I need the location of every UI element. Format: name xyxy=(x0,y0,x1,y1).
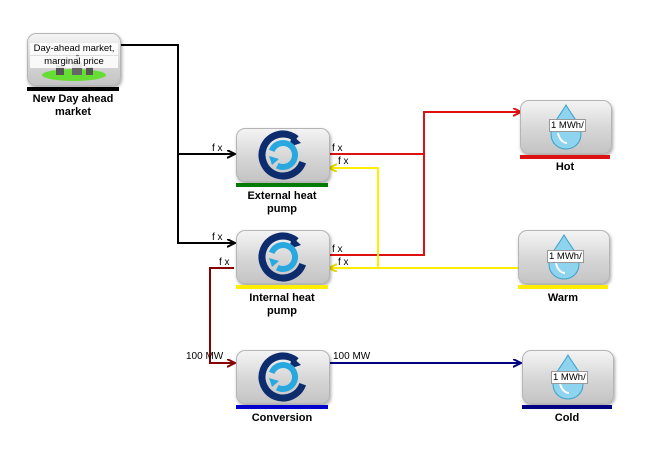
warm-storage-color-bar xyxy=(518,285,608,289)
wire-external-to-hot[interactable] xyxy=(330,112,520,155)
wire-internal-to-conversion[interactable] xyxy=(209,267,234,363)
label-external-output-hot: f x xyxy=(332,143,343,154)
conversion-node[interactable] xyxy=(236,350,330,404)
label-conversion-output: 100 MW xyxy=(333,351,371,362)
label-internal-output-hot: f x xyxy=(332,244,343,255)
label-internal-input-warm: f x xyxy=(338,257,349,268)
label-conversion-input: 100 MW xyxy=(186,351,224,362)
internal-heat-pump-color-bar xyxy=(236,285,328,289)
external-heat-pump-caption-line2: pump xyxy=(267,203,297,215)
label-external-input: f x xyxy=(212,143,223,154)
conversion-caption: Conversion xyxy=(251,412,313,424)
market-color-bar xyxy=(27,87,119,91)
hot-storage-color-bar xyxy=(520,155,610,159)
internal-heat-pump-caption: Internal heat pump xyxy=(222,292,342,318)
internal-heat-pump-node[interactable] xyxy=(236,230,330,284)
cold-storage-color-bar xyxy=(522,405,612,409)
market-description-line1: Day-ahead market, xyxy=(30,43,118,55)
market-description-line2: marginal price xyxy=(30,56,118,68)
warm-storage-value: 1 MWh/ xyxy=(547,250,584,263)
external-heat-pump-caption-line1: External heat xyxy=(247,190,317,202)
wire-internal-to-hot[interactable] xyxy=(330,154,425,256)
conversion-color-bar xyxy=(236,405,328,409)
market-node[interactable]: Day-ahead market, marginal price xyxy=(27,33,121,86)
circular-arrows-icon xyxy=(258,130,308,180)
label-internal-output-feed: f x xyxy=(219,257,230,268)
cold-storage-value: 1 MWh/ xyxy=(551,371,588,384)
hot-storage-node[interactable]: 1 MWh/ xyxy=(520,100,612,154)
external-heat-pump-caption: External heat pump xyxy=(222,190,342,216)
market-caption-line1: New Day ahead xyxy=(32,93,114,105)
market-caption: New Day ahead market xyxy=(12,93,134,119)
internal-heat-pump-caption-line2: pump xyxy=(267,305,297,317)
wire-market-to-external[interactable] xyxy=(120,44,234,154)
cold-storage-node[interactable]: 1 MWh/ xyxy=(522,350,614,404)
wire-warm-to-external[interactable] xyxy=(330,168,379,268)
hot-storage-value: 1 MWh/ xyxy=(549,119,586,132)
wire-market-to-internal[interactable] xyxy=(177,154,234,243)
hot-storage-caption: Hot xyxy=(555,161,575,173)
internal-heat-pump-caption-line1: Internal heat xyxy=(249,292,315,304)
label-internal-input: f x xyxy=(212,232,223,243)
external-heat-pump-color-bar xyxy=(236,183,328,187)
warm-storage-node[interactable]: 1 MWh/ xyxy=(518,230,610,284)
circular-arrows-icon xyxy=(258,352,308,402)
market-caption-line2: market xyxy=(54,106,92,118)
cold-storage-caption: Cold xyxy=(554,412,580,424)
external-heat-pump-node[interactable] xyxy=(236,128,330,182)
label-external-input-warm: f x xyxy=(338,156,349,167)
circular-arrows-icon xyxy=(258,232,308,282)
warm-storage-caption: Warm xyxy=(547,292,579,304)
